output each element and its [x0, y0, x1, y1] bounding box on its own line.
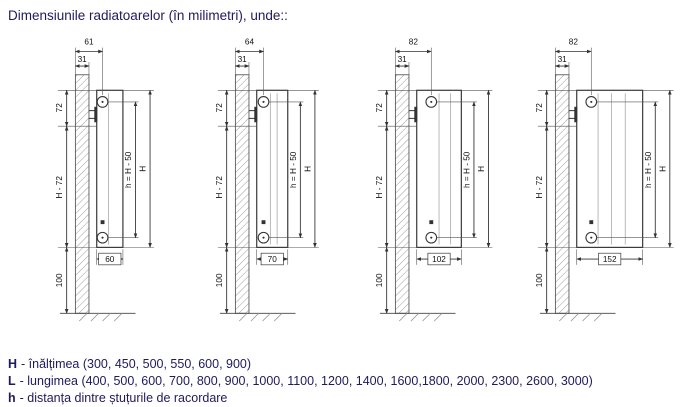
dim-wall-thickness: 31 [558, 55, 568, 64]
dim-wall-thickness: 31 [238, 55, 248, 64]
dim-floor-gap: 100 [216, 273, 224, 287]
radiator-body [408, 89, 462, 248]
dim-top-depth: 61 [84, 38, 94, 47]
dim-port-spacing: h = H - 50 [463, 151, 472, 188]
legend-row-length: L- lungimea (400, 500, 600, 700, 800, 90… [8, 373, 593, 390]
radiator-body [88, 89, 124, 248]
dim-height: H [304, 166, 313, 172]
legend-row-height: H- înălțimea (300, 450, 500, 550, 600, 9… [8, 356, 593, 373]
dim-floor-gap: 100 [56, 273, 64, 287]
radiator-diagram-2: 64 31 72 H - 72 100 h = H - 50 H 70 [216, 38, 319, 322]
wall-bracket [414, 106, 418, 123]
fixing-point [261, 220, 266, 225]
dimension-arrows [224, 49, 317, 314]
wall-bracket [574, 106, 578, 123]
dimension-arrows [64, 49, 152, 314]
wall-bracket [94, 106, 98, 123]
extension-lines [377, 47, 493, 265]
legend-row-port-distance: h- distanța dintre ștuțurile de racordar… [8, 390, 593, 407]
dim-mid-height: H - 72 [216, 176, 224, 199]
dim-port-spacing: h = H - 50 [644, 151, 653, 188]
dimension-labels: 82 31 72 H - 72 100 h = H - 50 H 102 [376, 38, 486, 288]
wall-section [59, 74, 136, 322]
legend-symbol-H: H [8, 357, 18, 371]
dim-mid-height: H - 72 [56, 176, 64, 199]
radiator-body [248, 89, 289, 248]
dim-bottom-depth: 60 [105, 255, 115, 264]
floor-hatch [398, 313, 443, 322]
radiator-diagram-4: 82 31 72 H - 72 100 h = H - 50 H 152 [536, 38, 674, 322]
legend-text-port-distance: - distanța dintre ștuțurile de racordare [19, 391, 228, 405]
legend: H- înălțimea (300, 450, 500, 550, 600, 9… [8, 356, 593, 407]
radiator-diagram-3: 82 31 72 H - 72 100 h = H - 50 H 102 [376, 38, 493, 322]
dim-bottom-depth: 70 [268, 255, 278, 264]
legend-symbol-L: L [8, 374, 16, 388]
page-title: Dimensiunile radiatoarelor (în milimetri… [8, 8, 288, 23]
dim-mid-height: H - 72 [536, 176, 544, 199]
wall-bracket [254, 106, 258, 123]
dim-bottom-depth: 152 [603, 255, 617, 264]
fixing-point [100, 220, 105, 225]
legend-symbol-h: h [8, 391, 16, 405]
dim-top-offset: 72 [536, 103, 544, 113]
dim-top-offset: 72 [216, 103, 224, 113]
dim-top-depth: 64 [245, 38, 255, 47]
wall-section [379, 74, 456, 322]
fixing-point [429, 220, 434, 225]
dim-height: H [139, 166, 148, 172]
extension-lines [57, 47, 154, 265]
floor-hatch [558, 313, 603, 322]
floor-hatch [238, 313, 283, 322]
dim-floor-gap: 100 [376, 273, 384, 287]
dim-bottom-depth: 102 [432, 255, 446, 264]
floor-hatch [78, 313, 123, 322]
dim-port-spacing: h = H - 50 [289, 151, 298, 188]
legend-text-height: - înălțimea (300, 450, 500, 550, 600, 90… [21, 357, 252, 371]
dim-port-spacing: h = H - 50 [124, 151, 133, 188]
dim-top-offset: 72 [376, 103, 384, 113]
dimension-labels: 61 31 72 H - 72 100 h = H - 50 H 60 [56, 38, 148, 288]
legend-text-length: - lungimea (400, 500, 600, 700, 800, 900… [19, 374, 593, 388]
radiator-body [568, 89, 644, 248]
dim-floor-gap: 100 [536, 273, 544, 287]
dim-height: H [477, 166, 486, 172]
extension-lines [537, 47, 674, 265]
dim-height: H [658, 166, 667, 172]
dim-top-depth: 82 [409, 38, 419, 47]
diagram-row: 61 31 72 H - 72 100 h = H - 50 H 60 [56, 34, 696, 325]
dim-mid-height: H - 72 [376, 176, 384, 199]
wall-section [219, 74, 296, 322]
dimension-labels: 64 31 72 H - 72 100 h = H - 50 H 70 [216, 38, 313, 288]
wall-section [539, 74, 616, 322]
dim-top-depth: 82 [569, 38, 579, 47]
dimension-labels: 82 31 72 H - 72 100 h = H - 50 H 152 [536, 38, 667, 288]
dim-wall-thickness: 31 [78, 55, 88, 64]
radiator-diagram-1: 61 31 72 H - 72 100 h = H - 50 H 60 [56, 38, 154, 322]
fixing-point [589, 220, 594, 225]
dim-top-offset: 72 [56, 103, 64, 113]
dim-wall-thickness: 31 [398, 55, 408, 64]
